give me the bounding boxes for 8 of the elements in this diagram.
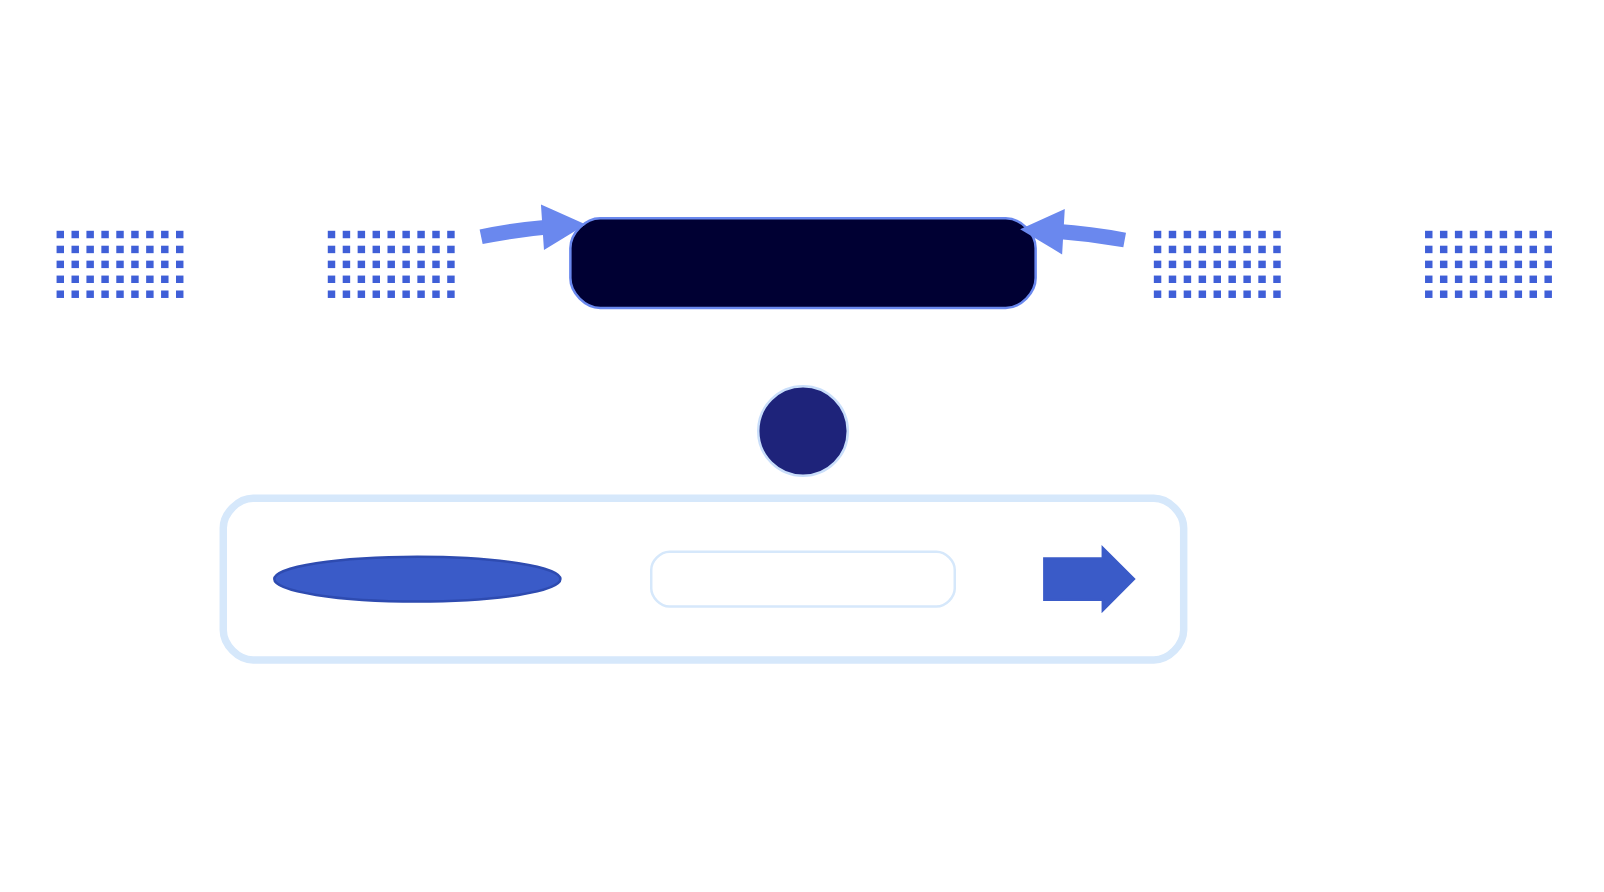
cluster <box>218 494 1187 664</box>
node-circle <box>755 385 849 478</box>
node-arrow <box>1042 545 1135 614</box>
node-ellipse <box>272 555 561 603</box>
arrow <box>478 204 585 251</box>
node-box <box>649 550 955 608</box>
node-bar <box>568 217 1036 310</box>
arrow <box>1019 208 1125 255</box>
